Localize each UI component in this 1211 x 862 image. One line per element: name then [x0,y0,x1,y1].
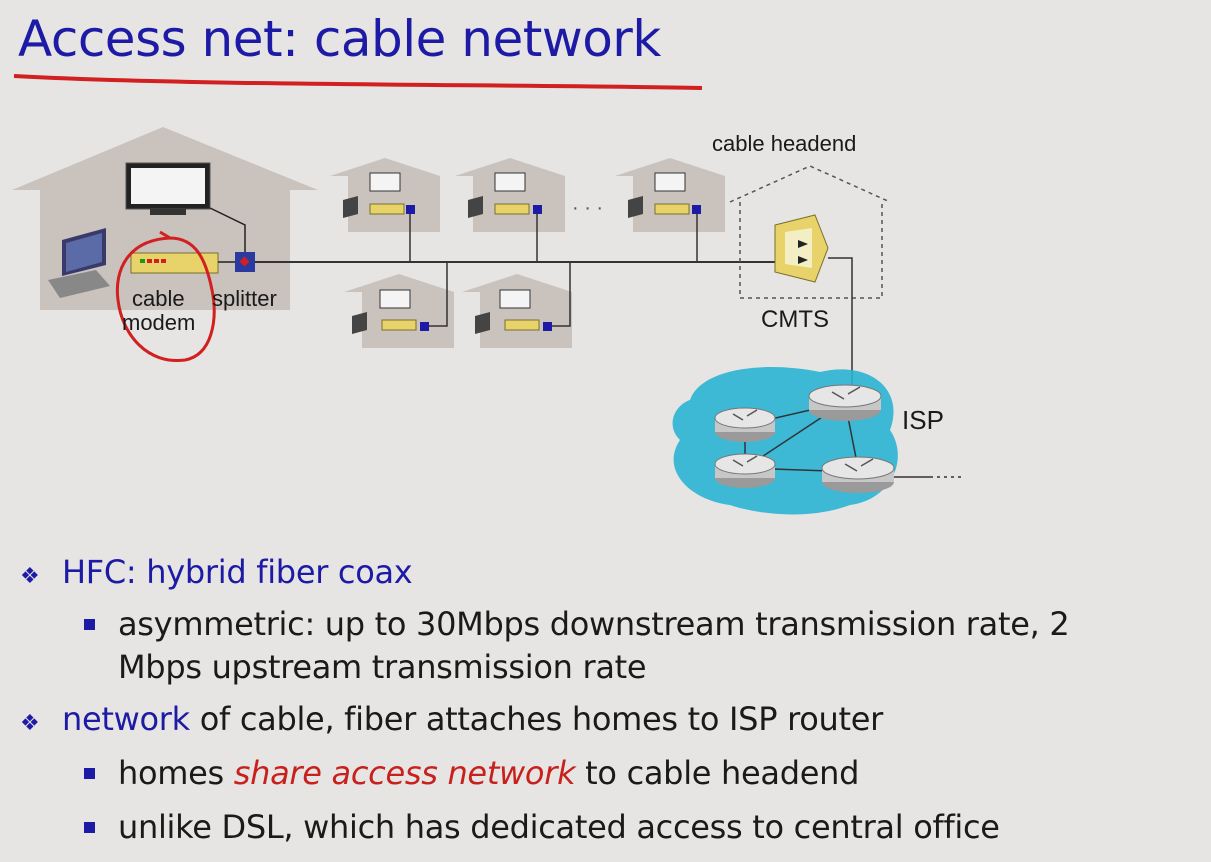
cable-label: cable [132,286,185,311]
lower-house-1 [344,274,454,348]
cable-modem-annotation-circle [115,230,216,363]
title-underline-annotation [13,74,703,90]
slide-title: Access net: cable network [18,10,661,68]
router-icon [714,453,776,488]
cmts-icon [774,214,829,283]
splitter-icon [235,252,255,272]
lower-house-2 [462,274,572,348]
isp-label: ISP [902,405,944,435]
more-homes-ellipsis: · · · [572,197,603,219]
cmts-label: CMTS [761,306,829,333]
router-icon [714,407,776,442]
cmts-to-isp-link [828,257,853,395]
router-icon [808,384,882,421]
upper-house-3 [615,158,725,232]
computer-icon [48,228,110,298]
upper-house-2 [455,158,565,232]
tv-icon [125,162,211,215]
splitter-label: splitter [212,286,277,311]
modem-label: modem [122,310,195,335]
cable-modem-icon [130,252,219,274]
cable-headend-label: cable headend [712,131,856,156]
router-icon [821,456,895,493]
cable-headend-outline [729,165,891,299]
tv-to-splitter-wire [209,207,246,252]
upper-house-1 [330,158,440,232]
